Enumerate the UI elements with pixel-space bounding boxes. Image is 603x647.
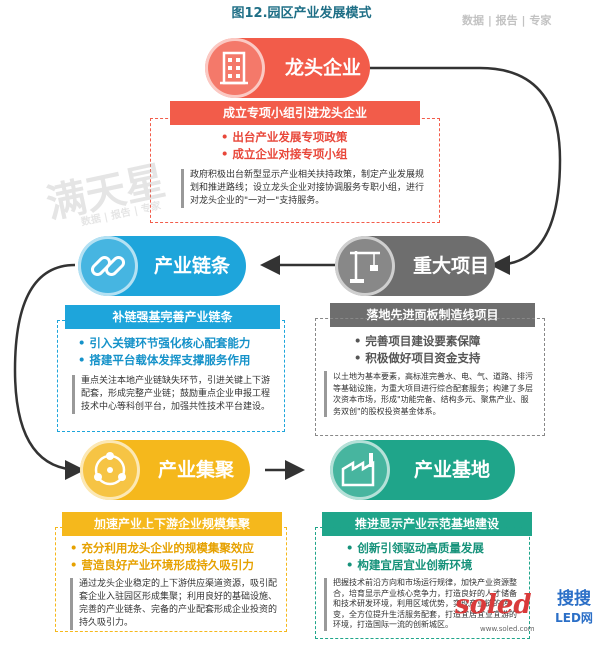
stage-bullet-2: • 构建宜居宜业创新环境 [346, 558, 473, 572]
stage-description: 政府积极出台新型显示产业相关扶持政策，制定产业发展规划和推进路线；设立龙头企业对… [181, 169, 426, 208]
stage-description: 以土地为基本要素，高标准完善水、电、气、道路、排污等基础设施，为重大项目进行综合… [324, 371, 536, 417]
stage-bullet-2: • 营造良好产业环境形成持久吸引力 [70, 558, 254, 572]
soled-logo-url: www.soled.com [480, 625, 535, 633]
stage-bullet-1: • 完善项目建设要素保障 [354, 334, 481, 348]
stage-headline: 补链强基完善产业链条 [65, 305, 280, 329]
stage-jiju-pill: 产业集聚 [80, 440, 250, 500]
connector-3 [13, 263, 85, 480]
stage-name: 重大项目 [413, 255, 490, 277]
figure-title: 图12.园区产业发展模式 [231, 6, 372, 21]
stage-jidi-pill: 产业基地 [330, 440, 515, 500]
soled-logo: soled [455, 590, 532, 620]
stage-bullet-2: • 积极做好项目资金支持 [354, 351, 481, 365]
stage-detail-box: • 充分利用龙头企业的规模集聚效应 • 营造良好产业环境形成持久吸引力 通过龙头… [55, 527, 287, 632]
network-icon [94, 452, 126, 486]
stage-bullet-1: • 充分利用龙头企业的规模集聚效应 [70, 541, 254, 555]
stage-chanyelian-pill: 产业链条 [78, 236, 246, 296]
stage-bullet-1: • 出台产业发展专项政策 [221, 130, 348, 144]
stage-detail-box: • 引入关键环节强化核心配套能力 • 搭建平台载体发挥支撑服务作用 重点关注本地… [57, 320, 285, 432]
link-icon-circle [78, 236, 138, 296]
stage-name: 龙头企业 [285, 57, 362, 79]
stage-description: 通过龙头企业稳定的上下游供应渠道资源，吸引配套企业入驻园区形成集聚；利用良好的基… [70, 578, 280, 630]
building-icon-circle [205, 38, 265, 98]
stage-name: 产业链条 [154, 255, 231, 277]
crane-icon [350, 251, 380, 283]
building-icon [220, 51, 248, 85]
stage-zhongda-pill: 重大项目 [335, 236, 495, 296]
factory-icon [341, 453, 375, 487]
stage-name: 产业基地 [414, 459, 491, 481]
stage-detail-box: • 完善项目建设要素保障 • 积极做好项目资金支持 以土地为基本要素，高标准完善… [315, 318, 545, 436]
network-icon-circle [80, 440, 140, 500]
led-site-sub: LED网 [555, 611, 593, 625]
link-icon [90, 255, 126, 277]
stage-bullet-1: • 引入关键环节强化核心配套能力 [78, 336, 251, 350]
stage-name: 产业集聚 [158, 459, 235, 481]
led-site-badge: 搜搜 LED网 [548, 588, 600, 632]
stage-longtou-pill: 龙头企业 [205, 38, 370, 98]
led-site-title: 搜搜 [557, 589, 591, 609]
connector-1 [330, 66, 562, 275]
stage-detail-box: • 创新引领驱动高质量发展 • 构建宜居宜业创新环境 把握技术前沿方向和市场运行… [315, 527, 530, 639]
stage-bullet-1: • 创新引领驱动高质量发展 [346, 541, 484, 555]
crane-icon-circle [335, 236, 395, 296]
factory-icon-circle [330, 440, 390, 500]
stage-detail-box: • 出台产业发展专项政策 • 成立企业对接专项小组 政府积极出台新型显示产业相关… [150, 118, 440, 223]
stage-description: 重点关注本地产业链缺失环节，引进关键上下游配套，形成完整产业链；鼓励重点企业申报… [72, 375, 277, 414]
stage-description: 把握技术前沿方向和市场运行规律，加快产业资源整合，培育显示产业核心竞争力，打造良… [324, 578, 522, 631]
stage-bullet-2: • 成立企业对接专项小组 [221, 147, 348, 161]
stage-headline: 成立专项小组引进龙头企业 [170, 101, 420, 125]
stage-bullet-2: • 搭建平台载体发挥支撑服务作用 [78, 353, 251, 367]
